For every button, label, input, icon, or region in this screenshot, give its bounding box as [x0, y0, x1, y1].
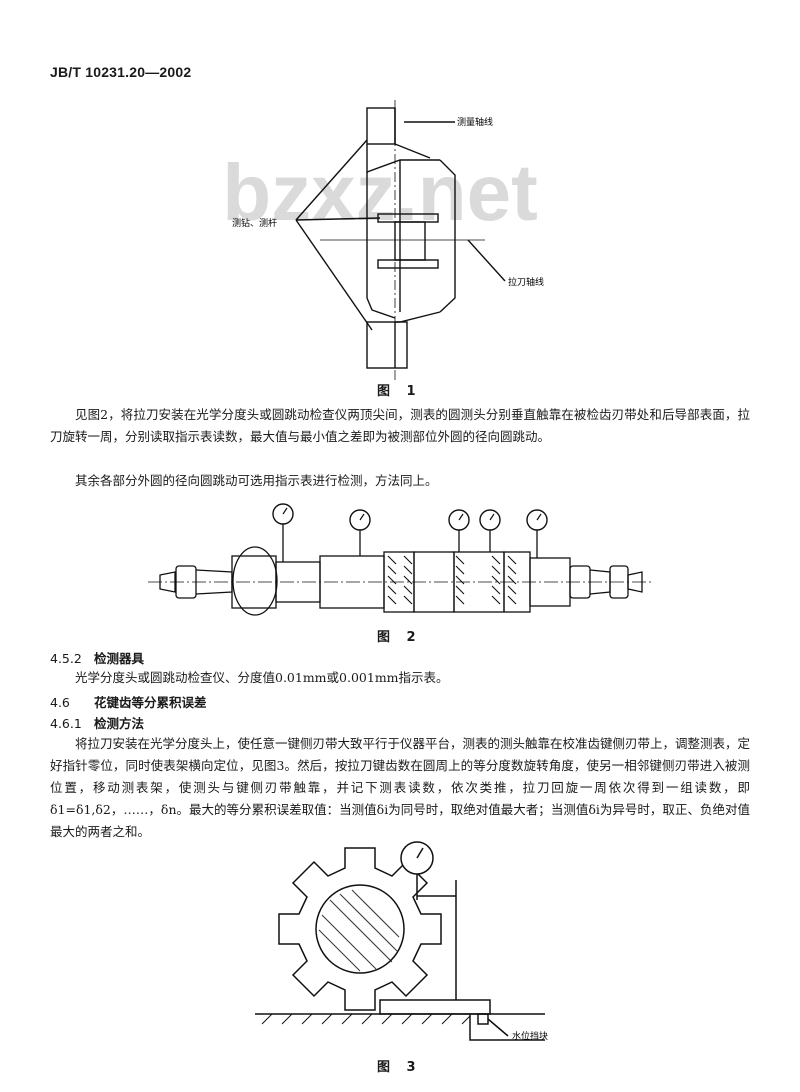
- figure-3-caption: 图 3: [377, 1060, 422, 1075]
- figure-2-caption: 图 2: [377, 630, 422, 645]
- section-title: 花键齿等分累积误差: [94, 695, 207, 710]
- section-number: 4.5.2: [50, 651, 82, 666]
- section-4-6-heading: 4.6 花键齿等分累积误差: [50, 692, 207, 711]
- paragraph-2: 其余各部分外圆的径向圆跳动可选用指示表进行检测，方法同上。: [75, 473, 438, 488]
- figure-1-diagram: 测钻、测杆 测量轴线 拉刀轴线: [232, 100, 544, 380]
- section-title: 检测器具: [94, 651, 145, 666]
- standard-number: JB/T 10231.20—2002: [50, 64, 192, 80]
- paragraph-4: 将拉刀安装在光学分度头上，使任意一键侧刃带大致平行于仪器平台，测表的测头触靠在校…: [50, 736, 751, 839]
- label-broach-axis: 拉刀轴线: [508, 276, 544, 288]
- figure-1-caption: 图 1: [377, 384, 422, 399]
- section-number: 4.6.1: [50, 716, 82, 731]
- label-probe: 测钻、测杆: [232, 217, 277, 229]
- label-stop: 水位挡块: [512, 1030, 548, 1042]
- paragraph-3: 光学分度头或圆跳动检查仪、分度值0.01mm或0.001mm指示表。: [75, 670, 449, 685]
- section-4-6-1-heading: 4.6.1 检测方法: [50, 713, 144, 732]
- section-4-5-2-heading: 4.5.2 检测器具: [50, 648, 144, 667]
- section-title: 检测方法: [94, 716, 145, 731]
- figure-2-diagram: [148, 503, 652, 616]
- label-measure-axis: 测量轴线: [457, 116, 493, 128]
- figure-3-diagram: 水位挡块: [255, 841, 548, 1042]
- section-number: 4.6: [50, 695, 70, 710]
- paragraph-1: 见图2，将拉刀安装在光学分度头或圆跳动检查仪两顶尖间，测表的圆测头分别垂直触靠在…: [50, 407, 750, 444]
